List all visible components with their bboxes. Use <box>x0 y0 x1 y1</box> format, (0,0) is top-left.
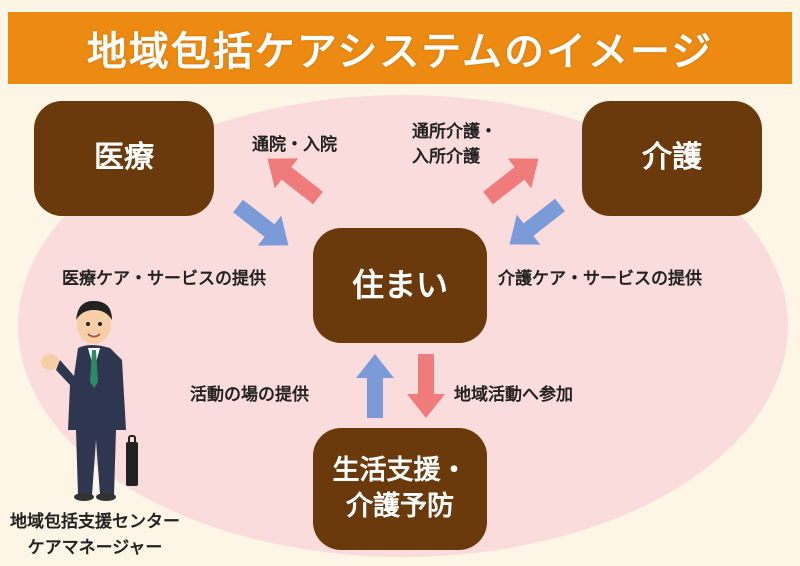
node-support: 生活支援・ 介護予防 <box>313 428 487 550</box>
person-eye-right <box>98 322 102 326</box>
title-banner: 地域包括ケアシステムのイメージ <box>8 12 792 84</box>
arrow-home-to-support <box>407 354 445 418</box>
arrow-support-to-home <box>356 354 394 418</box>
person-caption-line1: 地域包括支援センター <box>10 512 180 532</box>
edge-label-medical-service: 医療ケア・サービスの提供 <box>62 269 266 289</box>
person-caption-line2: ケアマネージャー <box>27 537 163 558</box>
node-support-label-line2: 介護予防 <box>346 491 454 522</box>
arrow-medical-to-home <box>233 199 289 246</box>
person-face <box>77 304 111 344</box>
edge-label-to-care-line2: 入所介護 <box>412 146 480 167</box>
node-home: 住まい <box>313 228 487 343</box>
diagram-title: 地域包括ケアシステムのイメージ <box>86 29 714 75</box>
person-mouth <box>87 333 101 338</box>
edge-label-activity-place: 活動の場の提供 <box>190 385 309 405</box>
person-caption: 地域包括支援センター ケアマネージャー <box>10 510 180 561</box>
edge-label-care-service: 介護ケア・サービスの提供 <box>498 269 702 289</box>
node-care: 介護 <box>582 101 762 216</box>
briefcase-icon <box>126 442 138 486</box>
node-care-label: 介護 <box>642 140 702 176</box>
node-support-label-line1: 生活支援・ <box>332 454 468 486</box>
arrow-home-to-medical <box>267 158 323 205</box>
arrow-home-to-care <box>483 158 539 205</box>
edge-label-to-hospital: 通院・入院 <box>252 135 337 155</box>
edge-label-community-join: 地域活動へ参加 <box>454 385 573 405</box>
person-suit <box>56 345 126 495</box>
edge-label-to-care: 通所介護・ 入所介護 <box>412 120 497 169</box>
edge-label-to-care-line1: 通所介護・ <box>412 122 497 142</box>
person-shoe-left <box>74 493 94 501</box>
arrow-care-to-home <box>509 198 565 245</box>
node-medical: 医療 <box>34 101 214 216</box>
person-eye-left <box>86 322 90 326</box>
person-shoe-right <box>96 493 116 501</box>
node-medical-label: 医療 <box>94 140 154 176</box>
person-hair <box>76 300 112 320</box>
person-raised-hand <box>41 354 59 370</box>
care-manager-illustration <box>41 300 138 501</box>
briefcase-handle <box>128 435 136 445</box>
person-tie <box>90 350 98 388</box>
node-home-label: 住まい <box>351 265 448 304</box>
